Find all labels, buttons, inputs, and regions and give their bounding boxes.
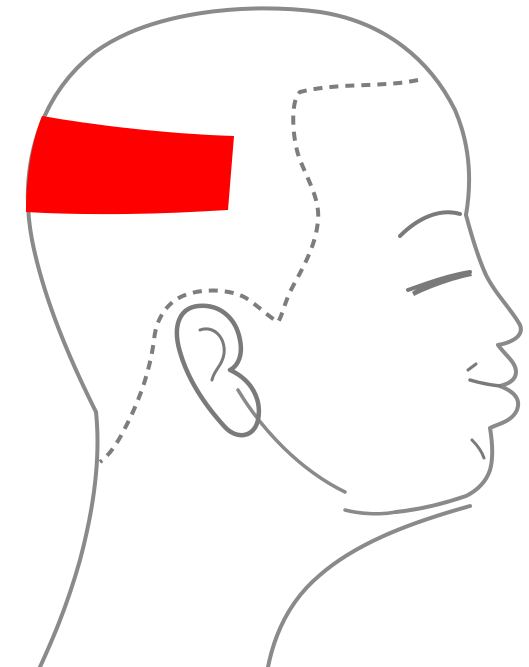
jaw-line xyxy=(345,510,396,514)
ear-inner-fold xyxy=(200,329,224,380)
eyebrow-line xyxy=(400,212,460,236)
highlight-region xyxy=(26,116,234,214)
eyelashes-icon xyxy=(412,270,472,296)
face-profile-line xyxy=(396,215,521,512)
lip-corner-mark xyxy=(468,364,476,370)
neck-front-line xyxy=(268,506,470,667)
chin-crease-line xyxy=(472,440,484,458)
jaw-underside-line xyxy=(238,390,345,492)
mouth-line xyxy=(470,380,500,386)
neck-back-line xyxy=(40,412,97,667)
